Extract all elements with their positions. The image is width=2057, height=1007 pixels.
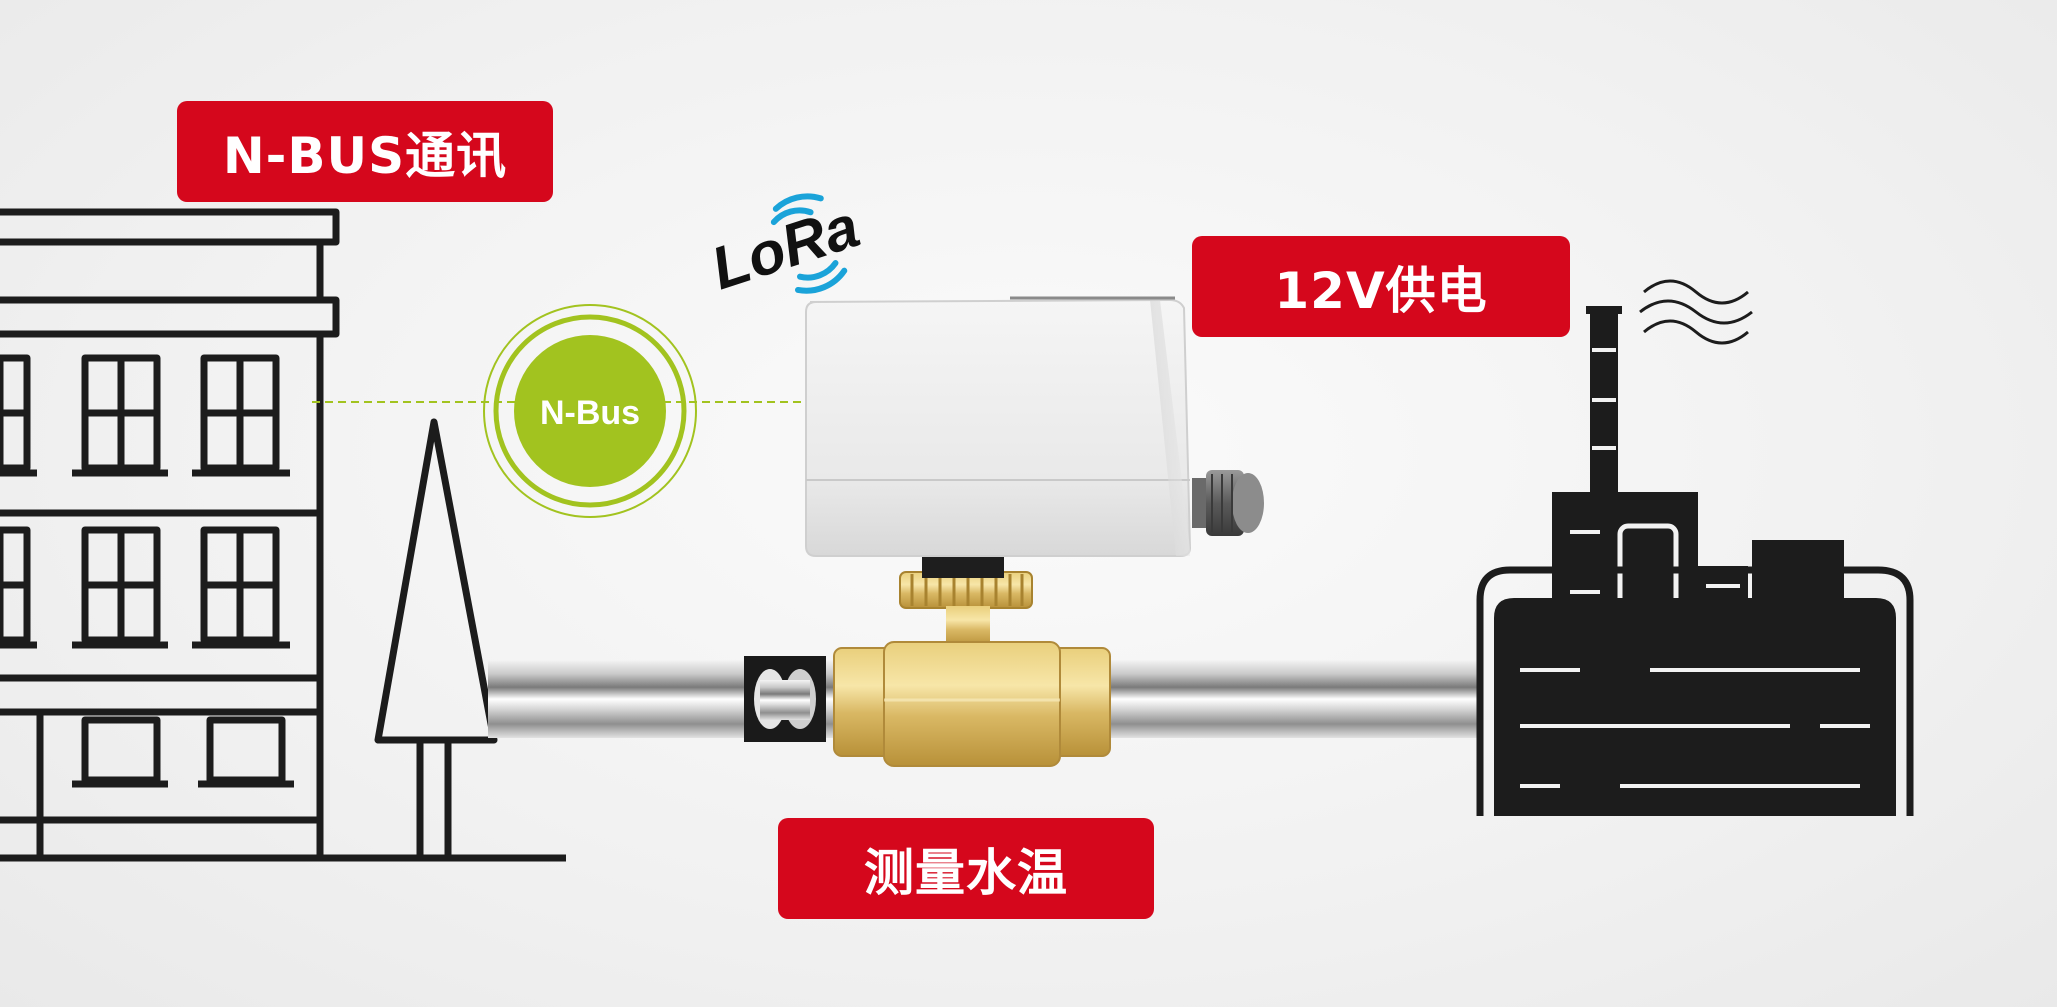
building-icon bbox=[0, 208, 566, 862]
nbus-communication-label-text: N-BUS通讯 bbox=[222, 126, 508, 185]
factory-icon bbox=[1476, 279, 1914, 816]
valve-actuator-icon bbox=[805, 296, 1264, 578]
nbus-badge: N-Bus bbox=[483, 304, 697, 518]
power-supply-label: 12V供电 bbox=[1192, 236, 1570, 337]
power-supply-label-text: 12V供电 bbox=[1274, 261, 1488, 320]
valve-body bbox=[833, 571, 1111, 767]
smoke-icon bbox=[1639, 279, 1753, 345]
pipe-coupling bbox=[744, 656, 826, 742]
wireless-signal-icon bbox=[770, 193, 848, 294]
water-temperature-label: 测量水温 bbox=[778, 818, 1154, 919]
lora-logo-text: LoRa bbox=[703, 192, 866, 302]
water-temperature-label-text: 测量水温 bbox=[864, 843, 1068, 902]
nbus-badge-text: N-Bus bbox=[540, 394, 640, 432]
nbus-communication-label: N-BUS通讯 bbox=[177, 101, 553, 202]
tree-icon bbox=[374, 418, 498, 858]
lora-logo: LoRa bbox=[703, 192, 866, 302]
cable-gland-icon bbox=[1192, 470, 1264, 536]
